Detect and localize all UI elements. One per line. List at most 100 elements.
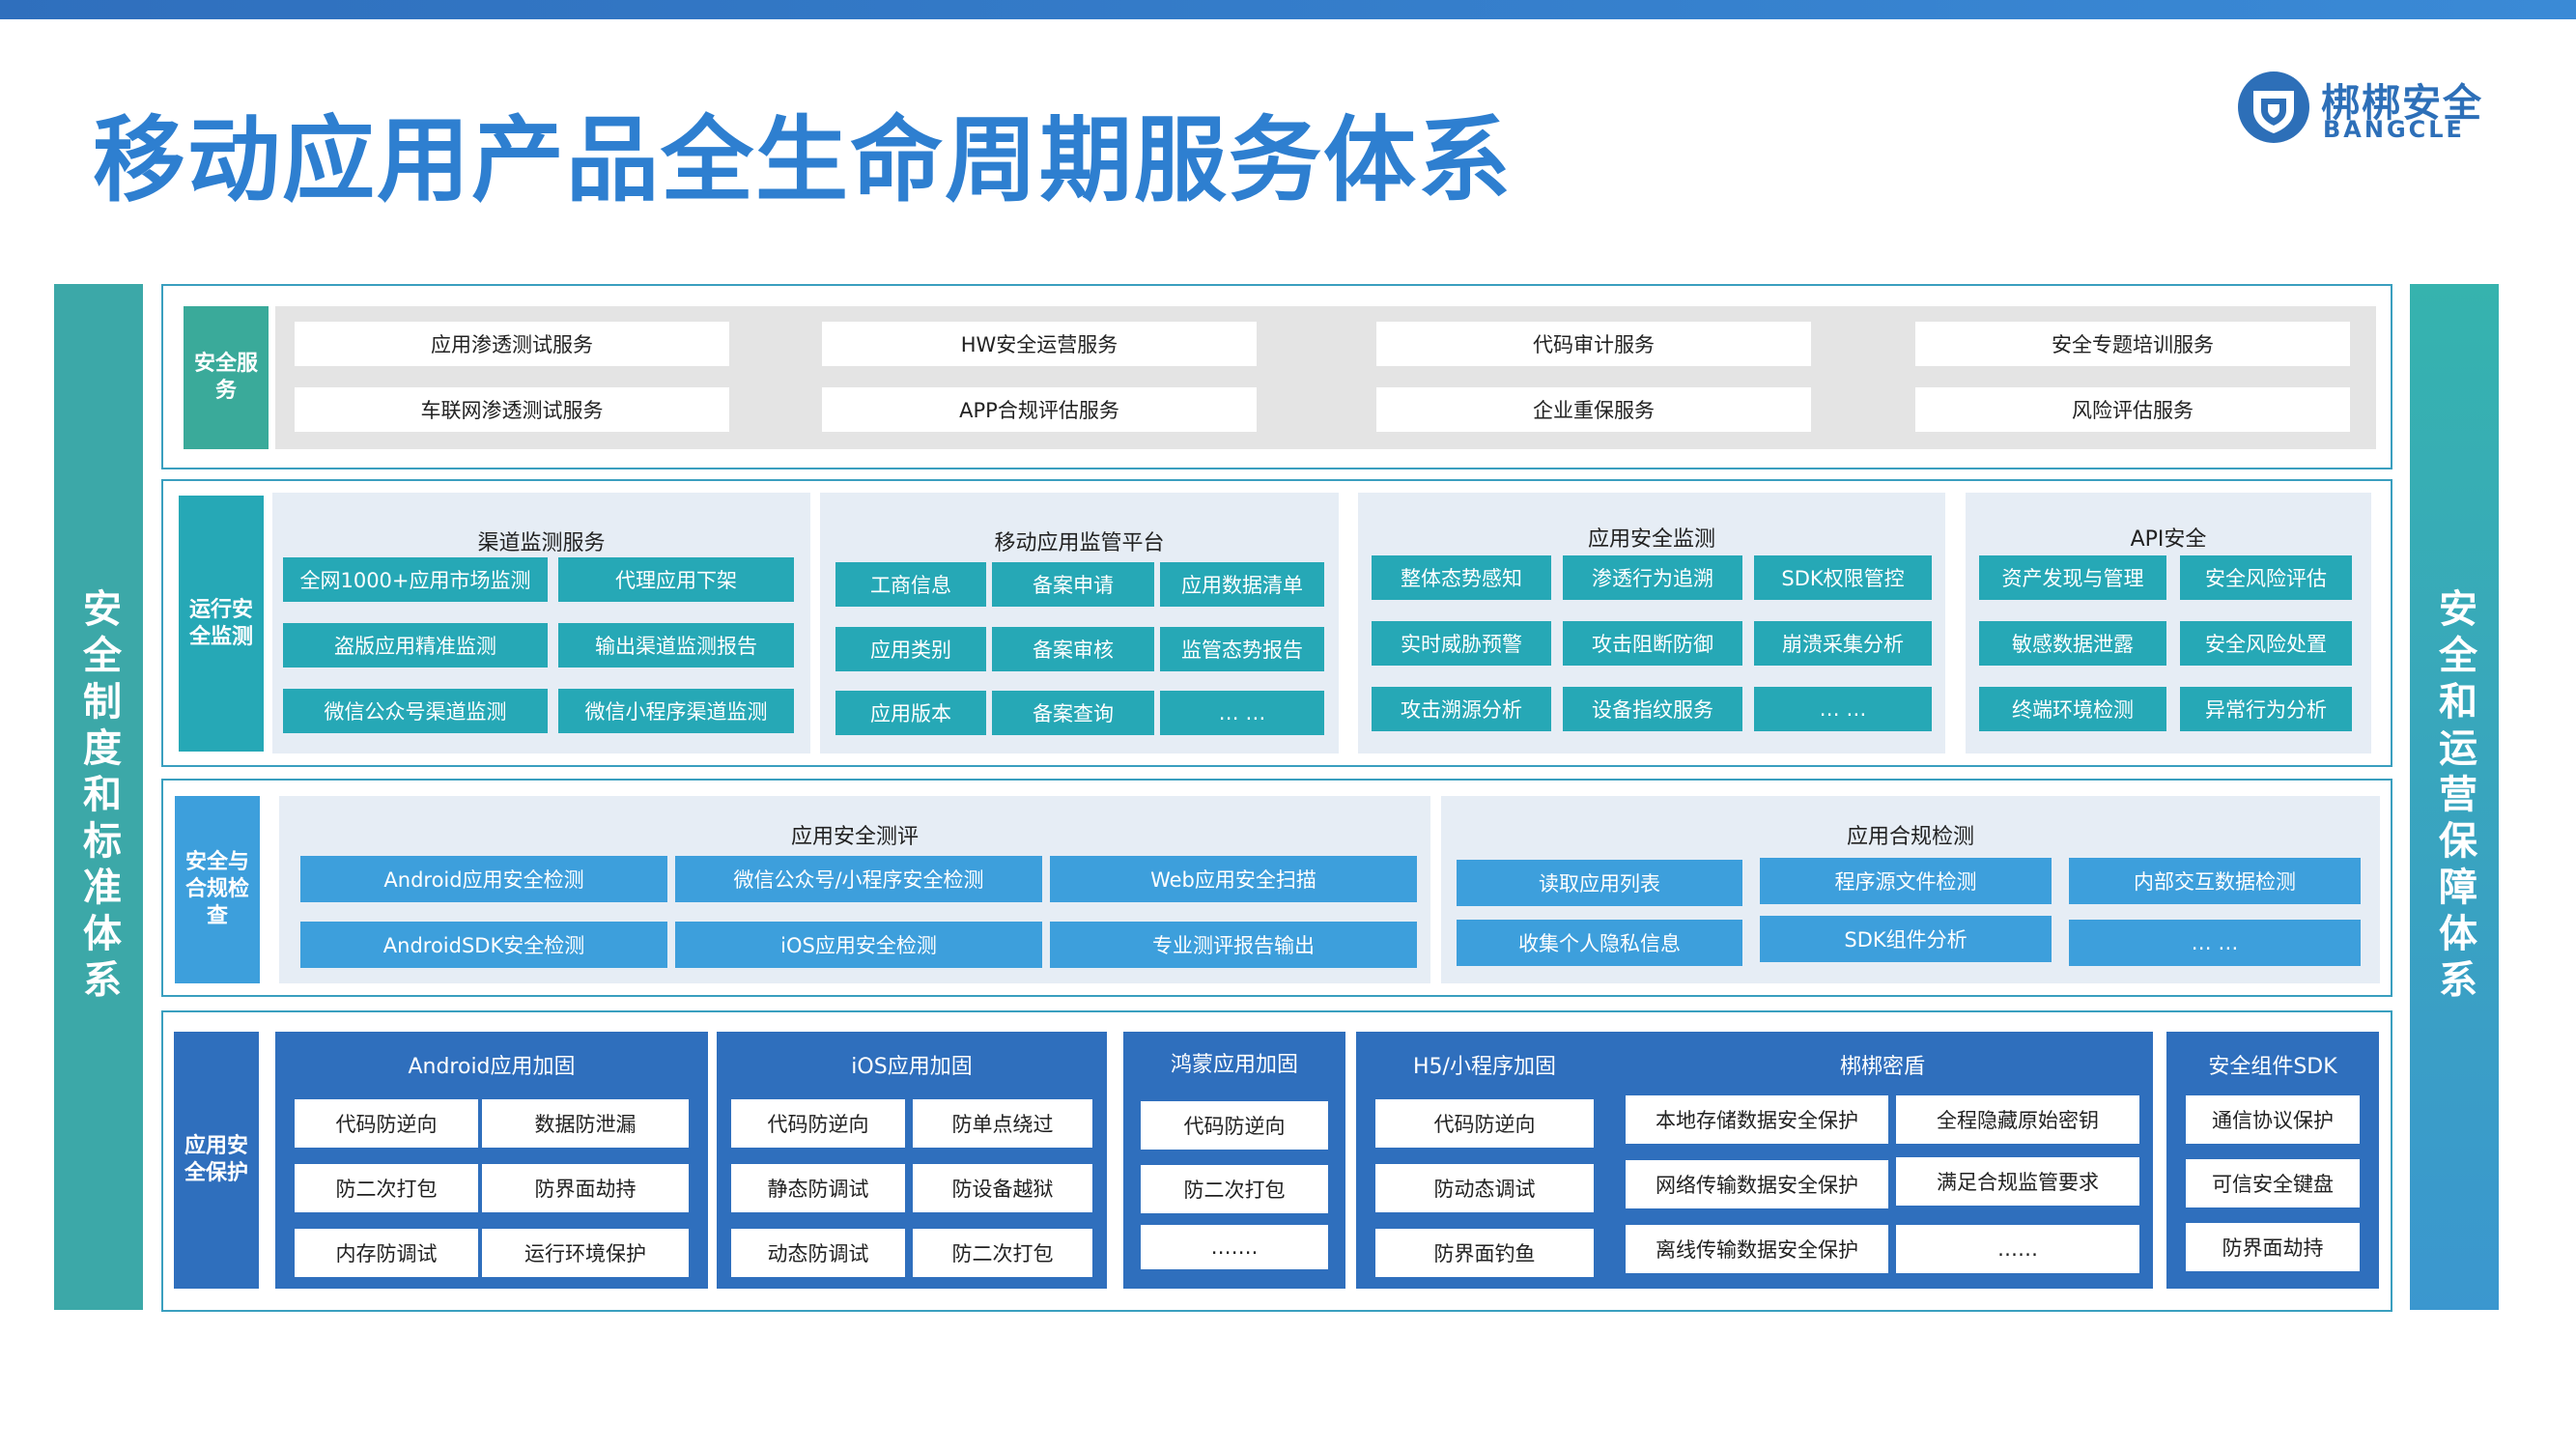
channel-monitor-panel: 渠道监测服务 全网1000+应用市场监测 代理应用下架 盗版应用精准监测 输出渠… (272, 493, 810, 753)
service-item: 代码审计服务 (1376, 322, 1811, 366)
compliance-item: AndroidSDK安全检测 (300, 922, 667, 968)
compliance-item: SDK组件分析 (1760, 916, 2052, 962)
monitor-item: 渗透行为追溯 (1563, 555, 1742, 600)
section-label: 运行安全监测 (179, 496, 264, 752)
monitor-item: … … (1160, 691, 1324, 735)
security-sdk-panel: 安全组件SDK 通信协议保护 可信安全键盘 防界面劫持 (2166, 1032, 2379, 1289)
harmony-hardening-panel: 鸿蒙应用加固 代码防逆向 防二次打包 ……. (1123, 1032, 1345, 1289)
panel-title: 渠道监测服务 (477, 531, 606, 555)
monitor-item: 监管态势报告 (1160, 627, 1324, 671)
monitor-item: 备案申请 (992, 562, 1154, 607)
compliance-item: 专业测评报告输出 (1050, 922, 1417, 968)
panel-title: iOS应用加固 (851, 1055, 973, 1079)
monitor-item: 安全风险处置 (2180, 621, 2352, 666)
shield-logo-icon (2238, 71, 2309, 143)
section-label: 安全服务 (184, 306, 269, 449)
compliance-item: 微信公众号/小程序安全检测 (675, 856, 1042, 902)
service-panel: 应用渗透测试服务 HW安全运营服务 代码审计服务 安全专题培训服务 车联网渗透测… (275, 306, 2376, 449)
monitor-item: 应用数据清单 (1160, 562, 1324, 607)
monitor-item: SDK权限管控 (1754, 555, 1932, 600)
protect-item: 内存防调试 (295, 1229, 478, 1277)
protect-item: 代码防逆向 (295, 1099, 478, 1148)
service-item: 企业重保服务 (1376, 387, 1811, 432)
logo-text-cn: 梆梆安全 (2321, 81, 2483, 126)
monitor-item: 应用版本 (835, 691, 986, 735)
bangcle-cryptoshield-panel: 梆梆密盾 本地存储数据安全保护 全程隐藏原始密钥 网络传输数据安全保护 满足合规… (1612, 1032, 2153, 1289)
protect-item: 防界面钓鱼 (1375, 1229, 1594, 1277)
service-item: 应用渗透测试服务 (295, 322, 729, 366)
service-item: 车联网渗透测试服务 (295, 387, 729, 432)
panel-title: 鸿蒙应用加固 (1170, 1053, 1298, 1077)
monitor-item: 备案查询 (992, 691, 1154, 735)
monitor-item: 敏感数据泄露 (1979, 621, 2166, 666)
panel-title: Android应用加固 (408, 1055, 576, 1079)
monitor-item: 攻击阻断防御 (1563, 621, 1742, 666)
monitor-item: … … (1754, 687, 1932, 731)
monitor-item: 微信公众号渠道监测 (283, 689, 548, 733)
page-title: 移动应用产品全生命周期服务体系 (93, 106, 1513, 214)
compliance-item: 程序源文件检测 (1760, 858, 2052, 904)
top-accent-bar (0, 0, 2576, 19)
compliance-item: Web应用安全扫描 (1050, 856, 1417, 902)
protect-item: 防界面劫持 (482, 1164, 689, 1212)
section-label: 安全与合规检查 (175, 796, 260, 983)
monitor-item: 输出渠道监测报告 (558, 623, 794, 668)
compliance-item: … … (2069, 920, 2361, 966)
protect-item: 防二次打包 (295, 1164, 478, 1212)
monitor-item: 全网1000+应用市场监测 (283, 557, 548, 602)
monitor-item: 资产发现与管理 (1979, 555, 2166, 600)
security-evaluation-panel: 应用安全测评 Android应用安全检测 微信公众号/小程序安全检测 Web应用… (279, 796, 1430, 983)
protect-item: 防单点绕过 (913, 1099, 1092, 1148)
app-security-monitor-panel: 应用安全监测 整体态势感知 渗透行为追溯 SDK权限管控 实时威胁预警 攻击阻断… (1358, 493, 1945, 753)
compliance-item: Android应用安全检测 (300, 856, 667, 902)
protect-item: 代码防逆向 (1375, 1099, 1594, 1148)
panel-title: API安全 (2130, 527, 2207, 552)
ios-hardening-panel: iOS应用加固 代码防逆向 防单点绕过 静态防调试 防设备越狱 动态防调试 防二… (717, 1032, 1107, 1289)
service-item: 风险评估服务 (1915, 387, 2350, 432)
protect-item: 防设备越狱 (913, 1164, 1092, 1212)
monitor-item: 攻击溯源分析 (1372, 687, 1551, 731)
protect-item: 全程隐藏原始密钥 (1896, 1095, 2139, 1144)
runtime-monitor-section: 运行安全监测 渠道监测服务 全网1000+应用市场监测 代理应用下架 盗版应用精… (161, 479, 2392, 767)
monitor-item: 实时威胁预警 (1372, 621, 1551, 666)
protect-item: ……. (1141, 1225, 1328, 1269)
protect-item: 满足合规监管要求 (1896, 1157, 2139, 1206)
right-pillar: 安全和运营保障体系 (2410, 284, 2499, 1310)
panel-title: 应用合规检测 (1846, 825, 1974, 849)
left-pillar-label: 安全制度和标准体系 (76, 588, 121, 1006)
compliance-item: iOS应用安全检测 (675, 922, 1042, 968)
section-label: 应用安全保护 (174, 1032, 259, 1289)
monitor-item: 崩溃采集分析 (1754, 621, 1932, 666)
panel-title: 移动应用监管平台 (994, 531, 1165, 555)
protect-item: …… (1896, 1225, 2139, 1273)
monitor-item: 微信小程序渠道监测 (558, 689, 794, 733)
bangcle-logo: 梆梆安全 BANGCLE (2236, 68, 2487, 147)
protect-item: 本地存储数据安全保护 (1626, 1095, 1888, 1144)
protect-item: 数据防泄漏 (482, 1099, 689, 1148)
protect-item: 防动态调试 (1375, 1164, 1594, 1212)
monitor-item: 备案审核 (992, 627, 1154, 671)
android-hardening-panel: Android应用加固 代码防逆向 数据防泄漏 防二次打包 防界面劫持 内存防调… (275, 1032, 708, 1289)
panel-title: 梆梆密盾 (1839, 1055, 1925, 1079)
protect-item: 防二次打包 (913, 1229, 1092, 1277)
protect-item: 运行环境保护 (482, 1229, 689, 1277)
compliance-item: 读取应用列表 (1457, 860, 1742, 906)
compliance-item: 内部交互数据检测 (2069, 858, 2361, 904)
compliance-item: 收集个人隐私信息 (1457, 920, 1742, 966)
protect-item: 静态防调试 (731, 1164, 905, 1212)
monitor-item: 异常行为分析 (2180, 687, 2352, 731)
service-item: HW安全运营服务 (822, 322, 1257, 366)
protect-item: 动态防调试 (731, 1229, 905, 1277)
protect-item: 网络传输数据安全保护 (1626, 1160, 1888, 1208)
left-pillar: 安全制度和标准体系 (54, 284, 143, 1310)
app-protection-section: 应用安全保护 Android应用加固 代码防逆向 数据防泄漏 防二次打包 防界面… (161, 1010, 2392, 1312)
panel-title: H5/小程序加固 (1413, 1055, 1556, 1079)
regulation-platform-panel: 移动应用监管平台 工商信息 备案申请 应用数据清单 应用类别 备案审核 监管态势… (820, 493, 1339, 753)
protect-item: 防界面劫持 (2186, 1223, 2360, 1271)
monitor-item: 整体态势感知 (1372, 555, 1551, 600)
protect-item: 代码防逆向 (731, 1099, 905, 1148)
logo-text-en: BANGCLE (2323, 116, 2465, 143)
protect-item: 防二次打包 (1141, 1165, 1328, 1213)
security-service-section: 安全服务 应用渗透测试服务 HW安全运营服务 代码审计服务 安全专题培训服务 车… (161, 284, 2392, 469)
monitor-item: 安全风险评估 (2180, 555, 2352, 600)
